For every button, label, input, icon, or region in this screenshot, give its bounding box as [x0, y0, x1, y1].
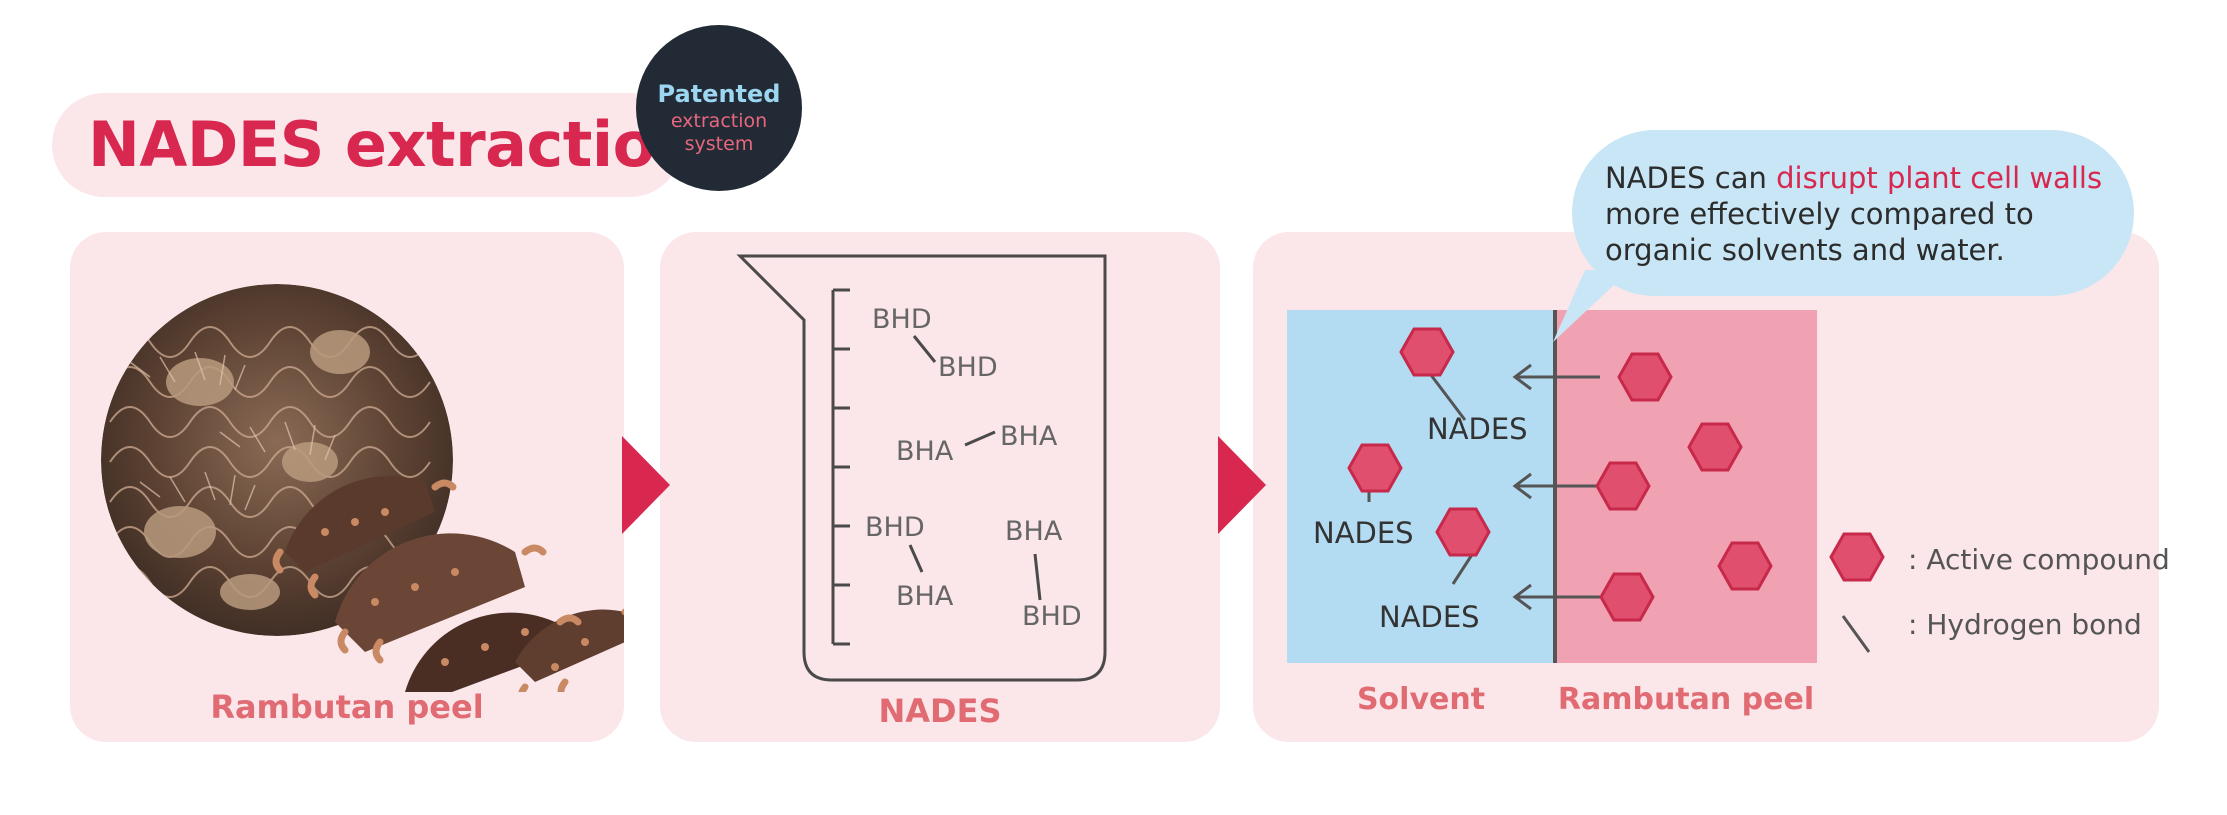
nades-caption: NADES [878, 692, 1002, 730]
nades-panel [660, 232, 1220, 742]
legend-bond-icon [1841, 615, 1871, 653]
nades-beaker-diagram: BHD BHD BHA BHA BHD BHA BHA BHD [736, 254, 1107, 682]
extraction-mechanism-diagram: NADES NADES NADES [1287, 310, 1885, 663]
molecule-bhd-2: BHD [938, 352, 998, 383]
legend-active-compound: : Active compound [1908, 543, 2170, 576]
patented-badge [636, 25, 802, 191]
hexagon-icon [1599, 572, 1655, 622]
hexagon-icon [1717, 541, 1773, 591]
beaker-icon [736, 254, 1107, 682]
bubble-tail [1553, 270, 1630, 342]
molecule-bha-3: BHA [896, 581, 954, 612]
title-pill [52, 93, 682, 197]
hexagon-icon [1595, 461, 1651, 511]
callout-bubble [1572, 130, 2134, 296]
hexagon-icon [1435, 507, 1491, 557]
molecule-bha-1: BHA [896, 436, 954, 467]
molecule-bhd-3: BHD [865, 512, 925, 543]
peel-pieces-icon [272, 476, 624, 692]
rambutan-illustration [101, 284, 624, 692]
legend-hexagon-icon [1829, 532, 1885, 582]
badge-patented-label: Patented [657, 80, 781, 108]
hexagon-icon [1347, 443, 1403, 493]
arrow-left-icon [1512, 363, 1600, 611]
callout-line-3: organic solvents and water. [1605, 233, 2005, 267]
callout-highlight: disrupt plant cell walls [1776, 161, 2103, 195]
page-title: NADES extraction [88, 108, 699, 181]
peel-caption: Rambutan peel [1557, 682, 1815, 717]
rambutan-peel-caption: Rambutan peel [210, 688, 484, 726]
rambutan-photo [101, 284, 453, 636]
triangle-arrow-icon [622, 436, 670, 534]
callout-text: NADES can disrupt plant cell walls more … [1605, 160, 2102, 268]
hexagon-icon [1617, 352, 1673, 402]
molecule-bha-2: BHA [1000, 421, 1058, 452]
molecule-bhd-1: BHD [872, 304, 932, 335]
nades-label-3: NADES [1379, 600, 1480, 634]
triangle-arrow-icon [1218, 436, 1266, 534]
hydrogen-bond-lines [908, 335, 1042, 601]
badge-line-extraction: extraction [670, 110, 768, 132]
peel-compounds [1595, 352, 1773, 622]
hexagon-icon [1687, 422, 1743, 472]
legend-hydrogen-bond: : Hydrogen bond [1908, 608, 2142, 641]
solvent-caption: Solvent [1356, 682, 1486, 717]
callout-line-2: more effectively compared to [1605, 197, 2034, 231]
molecule-bhd-4: BHD [1022, 601, 1082, 632]
badge-line-system: system [684, 133, 754, 155]
nades-label-1: NADES [1427, 412, 1528, 446]
nades-label-2: NADES [1313, 516, 1414, 550]
hexagon-icon [1399, 327, 1455, 377]
molecule-bha-4: BHA [1005, 516, 1063, 547]
callout-prefix: NADES can [1605, 161, 1777, 195]
badge-subtitle: extraction system [636, 110, 802, 156]
solvent-compounds: NADES NADES NADES [1313, 327, 1528, 634]
